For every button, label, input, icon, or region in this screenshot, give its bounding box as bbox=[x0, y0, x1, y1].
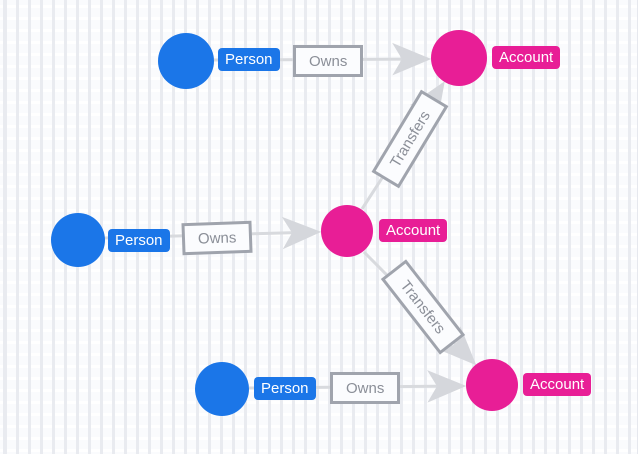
node-label-person-3[interactable]: Person bbox=[254, 377, 316, 400]
node-label-account-3[interactable]: Account bbox=[523, 373, 592, 396]
node-label-account-2[interactable]: Account bbox=[379, 219, 448, 242]
edge-label-owns-3[interactable]: Owns bbox=[330, 372, 401, 404]
graph-node-account-1[interactable] bbox=[431, 30, 487, 86]
graph-node-account-2[interactable] bbox=[321, 205, 373, 257]
node-label-account-1[interactable]: Account bbox=[492, 46, 561, 69]
graph-node-account-3[interactable] bbox=[466, 359, 518, 411]
edge-label-owns-2[interactable]: Owns bbox=[181, 220, 253, 256]
graph-node-person-1[interactable] bbox=[158, 33, 214, 89]
graph-node-person-2[interactable] bbox=[51, 213, 105, 267]
node-label-person-1[interactable]: Person bbox=[218, 48, 280, 71]
edge-label-owns-1[interactable]: Owns bbox=[293, 45, 364, 77]
graph-node-person-3[interactable] bbox=[195, 362, 249, 416]
node-label-person-2[interactable]: Person bbox=[108, 229, 170, 252]
